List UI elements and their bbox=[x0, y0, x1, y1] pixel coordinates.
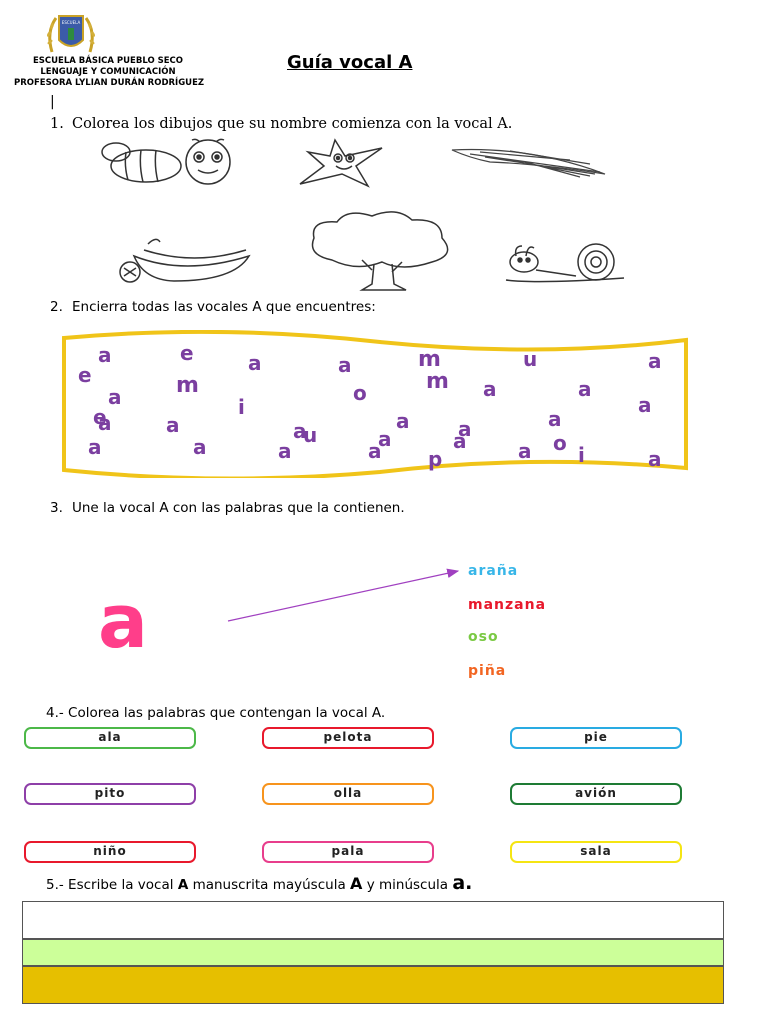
question-5-text-middle: manuscrita mayúscula bbox=[192, 877, 346, 893]
word-pill-ala[interactable]: ala bbox=[24, 727, 196, 749]
snail-image bbox=[496, 240, 636, 284]
page-title: Guía vocal A bbox=[287, 52, 413, 73]
word-pill-pie[interactable]: pie bbox=[510, 727, 682, 749]
school-name: ESCUELA BÁSICA PUEBLO SECO bbox=[32, 56, 184, 66]
vowel-letter[interactable]: a bbox=[396, 409, 410, 433]
word-pill-pala[interactable]: pala bbox=[262, 841, 434, 863]
bee-image bbox=[96, 138, 246, 188]
vowel-letter[interactable]: p bbox=[428, 447, 442, 471]
vowel-letter[interactable]: a bbox=[638, 393, 652, 417]
match-word-0[interactable]: araña bbox=[468, 563, 518, 579]
question-3-text: Une la vocal A con las palabras que la c… bbox=[72, 500, 405, 516]
question-2-text: Encierra todas las vocales A que encuent… bbox=[72, 299, 376, 315]
word-pill-niño[interactable]: niño bbox=[24, 841, 196, 863]
vowel-letter[interactable]: a bbox=[88, 435, 102, 459]
writing-band-white[interactable] bbox=[22, 901, 724, 939]
question-5-text-before: 5.- Escribe la vocal bbox=[46, 877, 174, 893]
question-5-big-A: A bbox=[350, 874, 363, 893]
vowel-letter[interactable]: a bbox=[458, 417, 472, 441]
vowel-letter[interactable]: a bbox=[518, 439, 532, 463]
question-2: 2. Encierra todas las vocales A que encue… bbox=[50, 299, 376, 315]
vowel-letter[interactable]: a bbox=[483, 377, 497, 401]
question-5-big-a: a. bbox=[452, 872, 473, 894]
vowel-letter[interactable]: m bbox=[426, 369, 449, 394]
vowel-letter[interactable]: a bbox=[338, 353, 352, 377]
text-cursor: | bbox=[50, 94, 55, 110]
writing-band-gold[interactable] bbox=[22, 966, 724, 1004]
vowel-letter[interactable]: i bbox=[238, 395, 245, 419]
vowel-letter[interactable]: a bbox=[98, 343, 112, 367]
word-pill-pelota[interactable]: pelota bbox=[262, 727, 434, 749]
vowel-letter[interactable]: a bbox=[578, 377, 592, 401]
question-5-text-and: y minúscula bbox=[366, 877, 449, 893]
vowel-letter[interactable]: u bbox=[523, 347, 537, 371]
vowel-letter[interactable]: a bbox=[648, 349, 662, 373]
word-pill-olla[interactable]: olla bbox=[262, 783, 434, 805]
word-pill-avión[interactable]: avión bbox=[510, 783, 682, 805]
school-info: ESCUELA BÁSICA PUEBLO SECO LENGUAJE Y CO… bbox=[14, 56, 205, 89]
question-4: 4.- Colorea las palabras que contengan l… bbox=[46, 705, 386, 721]
match-word-3[interactable]: piña bbox=[468, 663, 506, 679]
vowel-letter[interactable]: e bbox=[78, 363, 92, 387]
subject-name: LENGUAJE Y COMUNICACIÓN bbox=[40, 67, 176, 77]
tree-image bbox=[302, 210, 464, 292]
vowel-letter[interactable]: a bbox=[548, 407, 562, 431]
vowel-letter[interactable]: a bbox=[166, 413, 180, 437]
vowel-letter[interactable]: a bbox=[98, 411, 112, 435]
vowel-letter[interactable]: a bbox=[248, 351, 262, 375]
vowel-letter[interactable]: m bbox=[176, 373, 199, 398]
question-3: 3. Une la vocal A con las palabras que la… bbox=[50, 500, 405, 516]
vowel-letter[interactable]: a bbox=[108, 385, 122, 409]
vowel-letter[interactable]: a bbox=[368, 439, 382, 463]
teacher-name: PROFESORA LYLIAN DURÁN RODRÍGUEZ bbox=[14, 78, 205, 88]
vowel-letter[interactable]: a bbox=[278, 439, 292, 463]
school-logo: ESCUELA bbox=[44, 12, 98, 56]
vowel-letter[interactable]: a bbox=[648, 447, 662, 471]
vowel-letter[interactable]: e bbox=[93, 405, 107, 429]
question-5-bold-a: A bbox=[177, 877, 189, 893]
connect-arrow bbox=[227, 568, 460, 622]
vowel-letter[interactable]: u bbox=[303, 423, 317, 447]
banana-image bbox=[104, 236, 254, 286]
vowel-letter[interactable]: a bbox=[453, 429, 467, 453]
vowel-letter[interactable]: m bbox=[418, 347, 441, 372]
question-1-number: 1. bbox=[50, 116, 64, 132]
vowel-letter[interactable]: o bbox=[553, 431, 567, 455]
vowel-letter[interactable]: a bbox=[378, 427, 392, 451]
question-1-text: Colorea los dibujos que su nombre comien… bbox=[72, 116, 513, 132]
vowel-letter[interactable]: e bbox=[180, 341, 194, 365]
match-exercise: a araña manzana oso piña bbox=[90, 555, 620, 685]
vowel-letter[interactable]: i bbox=[578, 443, 585, 467]
word-pill-sala[interactable]: sala bbox=[510, 841, 682, 863]
wing-image bbox=[450, 144, 610, 180]
question-3-number: 3. bbox=[50, 500, 63, 516]
big-letter-a: a bbox=[98, 579, 148, 665]
word-pill-pito[interactable]: pito bbox=[24, 783, 196, 805]
question-1: 1. Colorea los dibujos que su nombre comi… bbox=[50, 116, 512, 132]
vowel-letter[interactable]: a bbox=[193, 435, 207, 459]
match-word-1[interactable]: manzana bbox=[468, 597, 546, 613]
match-word-2[interactable]: oso bbox=[468, 629, 499, 645]
star-image bbox=[290, 138, 390, 188]
svg-text:ESCUELA: ESCUELA bbox=[62, 20, 81, 25]
vowel-letter[interactable]: a bbox=[293, 419, 307, 443]
question-2-number: 2. bbox=[50, 299, 63, 315]
vowel-letter[interactable]: o bbox=[353, 381, 367, 405]
question-5: 5.- Escribe la vocal A manuscrita mayúsc… bbox=[46, 872, 472, 894]
writing-band-green[interactable] bbox=[22, 939, 724, 966]
